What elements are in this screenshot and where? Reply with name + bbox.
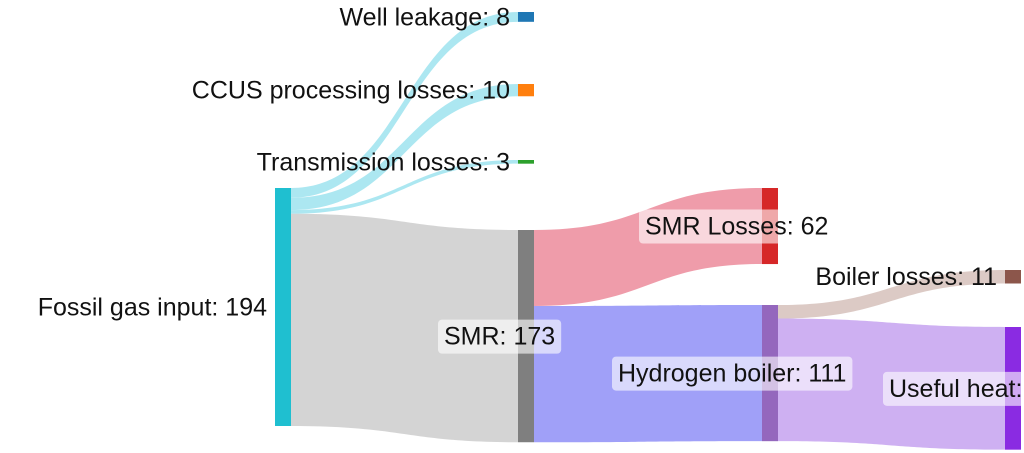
- node-ccus: [518, 84, 534, 97]
- link-input-to-ccus: [291, 84, 518, 211]
- label-group-trans: Transmission losses: 3: [257, 148, 510, 176]
- label-background-h2: [612, 356, 853, 391]
- label-group-ccus: CCUS processing losses: 10: [192, 77, 510, 105]
- link-input-to-smr: [291, 213, 518, 443]
- node-trans: [518, 160, 534, 164]
- label-group-heat: Useful heat: 100: [883, 371, 1024, 406]
- label-group-input: Fossil gas input: 194: [38, 293, 267, 321]
- node-label-h2: Hydrogen boiler: 111: [618, 360, 846, 388]
- node-boilerloss: [1005, 270, 1021, 284]
- node-label-heat: Useful heat: 100: [889, 375, 1024, 403]
- link-smr-to-smrloss: [534, 188, 762, 307]
- labels: Fossil gas input: 194 Well leakage: 8 CCUS…: [38, 3, 1024, 406]
- node-label-trans: Transmission losses: 3: [257, 148, 510, 176]
- node-label-well: Well leakage: 8: [340, 3, 510, 31]
- link-input-to-trans: [291, 160, 518, 214]
- node-label-ccus: CCUS processing losses: 10: [192, 77, 510, 105]
- label-group-h2: Hydrogen boiler: 111: [612, 356, 853, 391]
- node-label-boilerloss: Boiler losses: 11: [815, 263, 997, 291]
- link-input-to-well: [291, 12, 518, 198]
- label-group-smr: SMR: 173: [438, 319, 562, 354]
- node-label-smr: SMR: 173: [444, 323, 555, 351]
- node-label-input: Fossil gas input: 194: [38, 293, 267, 321]
- node-label-smrloss: SMR Losses: 62: [645, 213, 828, 241]
- link-h2-to-boilerloss: [778, 270, 1005, 319]
- node-well: [518, 12, 534, 22]
- label-group-boilerloss: Boiler losses: 11: [815, 263, 997, 291]
- node-input: [275, 188, 291, 426]
- label-group-well: Well leakage: 8: [340, 3, 510, 31]
- label-group-smrloss: SMR Losses: 62: [639, 209, 835, 244]
- label-background-smrloss: [639, 209, 835, 244]
- label-background-smr: [438, 319, 562, 354]
- label-background-heat: [883, 371, 1024, 406]
